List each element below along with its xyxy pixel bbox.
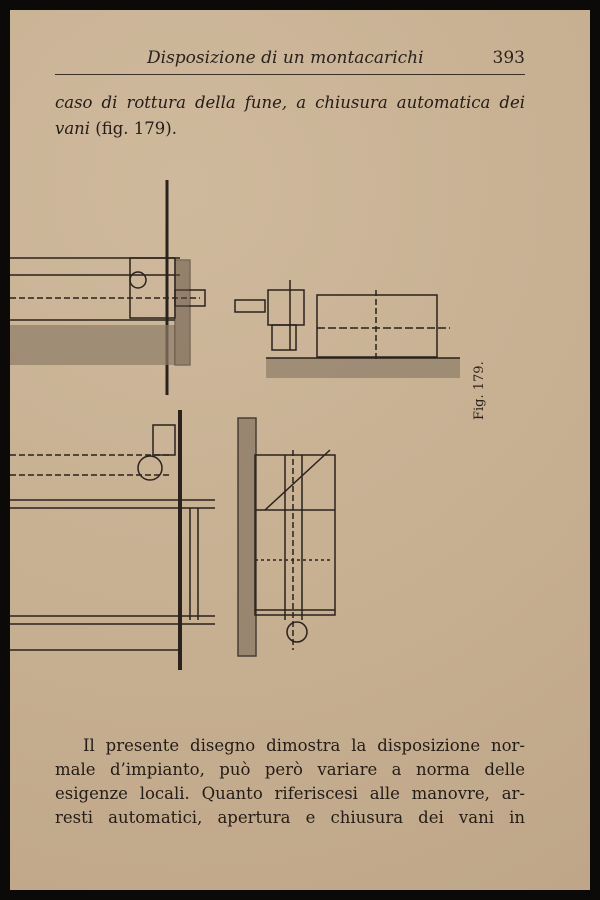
intro-figure-ref: (fig. 179). (90, 119, 177, 138)
header-title: Disposizione di un montacarichi (147, 48, 424, 68)
body-line-1: Il presente disegno dimostra la disposiz… (83, 736, 525, 755)
page-number: 393 (492, 48, 525, 68)
body-line-4: resti automatici, apertura e chiusura de… (55, 808, 525, 827)
intro-line-2: vani (fig. 179). (55, 119, 525, 138)
intro-line-1: caso di rottura della fune, a chiusura a… (55, 93, 525, 112)
running-header: Disposizione di un montacarichi 393 (55, 40, 525, 75)
body-line-3: esigenze locali. Quanto riferiscesi alle… (55, 784, 525, 803)
drawing-bottom-middle-elevation (237, 417, 336, 657)
figure-label: Fig. 179. (472, 361, 487, 420)
intro-italic-word: vani (55, 119, 91, 138)
body-line-2: male d’impianto, può però variare a norm… (55, 760, 525, 779)
drawing-top-right-plan (234, 280, 460, 378)
book-page: Disposizione di un montacarichi 393 caso… (10, 10, 590, 890)
drawing-top-left-section (10, 180, 206, 395)
drawing-bottom-left-section (10, 410, 215, 670)
elevator-technical-drawing (10, 180, 460, 670)
